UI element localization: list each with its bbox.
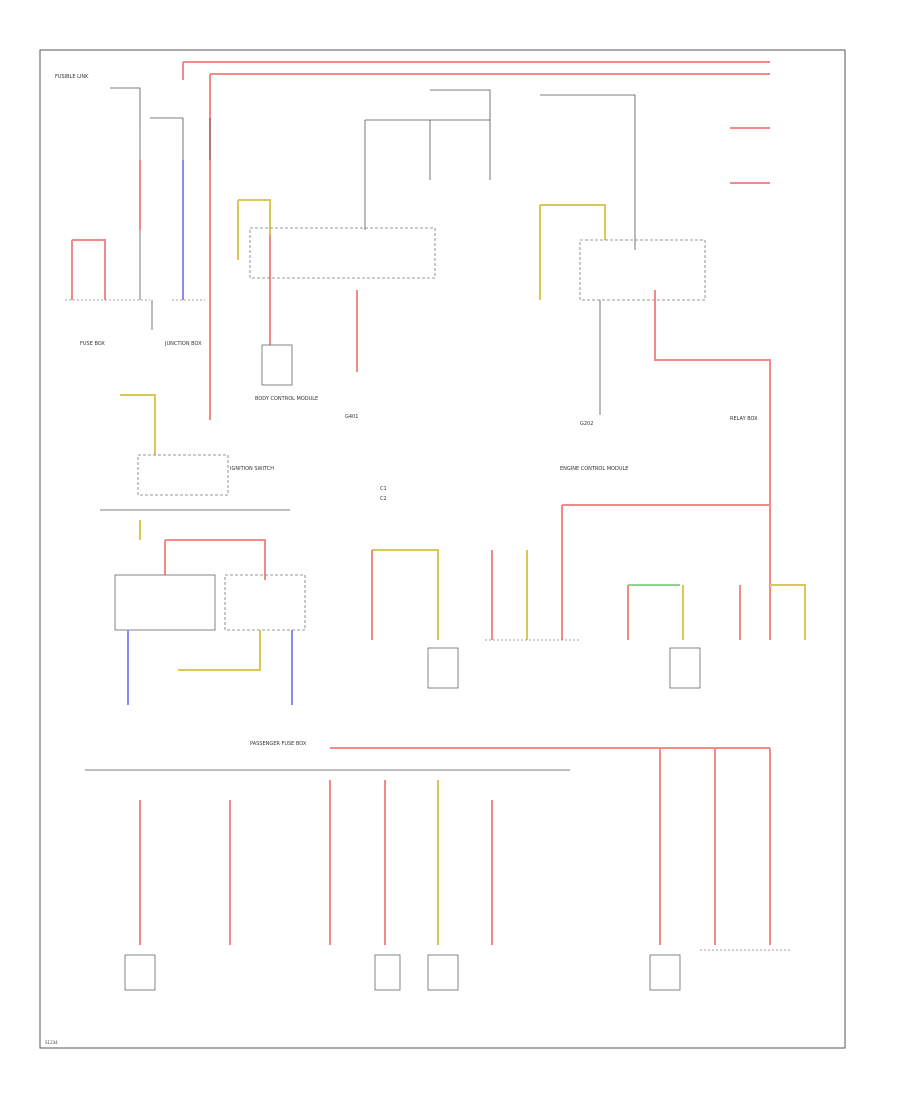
lower-fuse-bus: PASSENGER FUSE BOX C1 C2 [85,486,790,991]
g202-label: G202 [580,421,593,427]
fuse-box-label: FUSE BOX [80,341,105,347]
footer-code: S1234 [45,1040,58,1045]
top-left-fuse-group: FUSIBLE LINK FUSE BOX JUNCTION BOX [55,74,211,347]
center-connector-group: ENGINE CONTROL MODULE RELAY BOX [371,400,806,689]
g401-label: G401 [345,414,358,420]
passenger-fuse-box-label: PASSENGER FUSE BOX [250,741,307,747]
junction-box-label: JUNCTION BOX [164,341,202,347]
c2-label: C2 [380,496,387,502]
ignition-switch-group: IGNITION SWITCH [100,394,306,705]
upper-relay-group: BODY CONTROL MODULE G401 [237,89,491,420]
upper-right-group: G202 [539,94,771,427]
bcm-label: BODY CONTROL MODULE [255,396,318,402]
ecm-label: ENGINE CONTROL MODULE [560,466,628,472]
relay-box-label: RELAY BOX [730,416,758,422]
fusible-link-label: FUSIBLE LINK [55,74,89,80]
ignition-switch-label: IGNITION SWITCH [230,466,274,472]
c1-label: C1 [380,486,387,492]
diagram-frame [39,49,846,1049]
